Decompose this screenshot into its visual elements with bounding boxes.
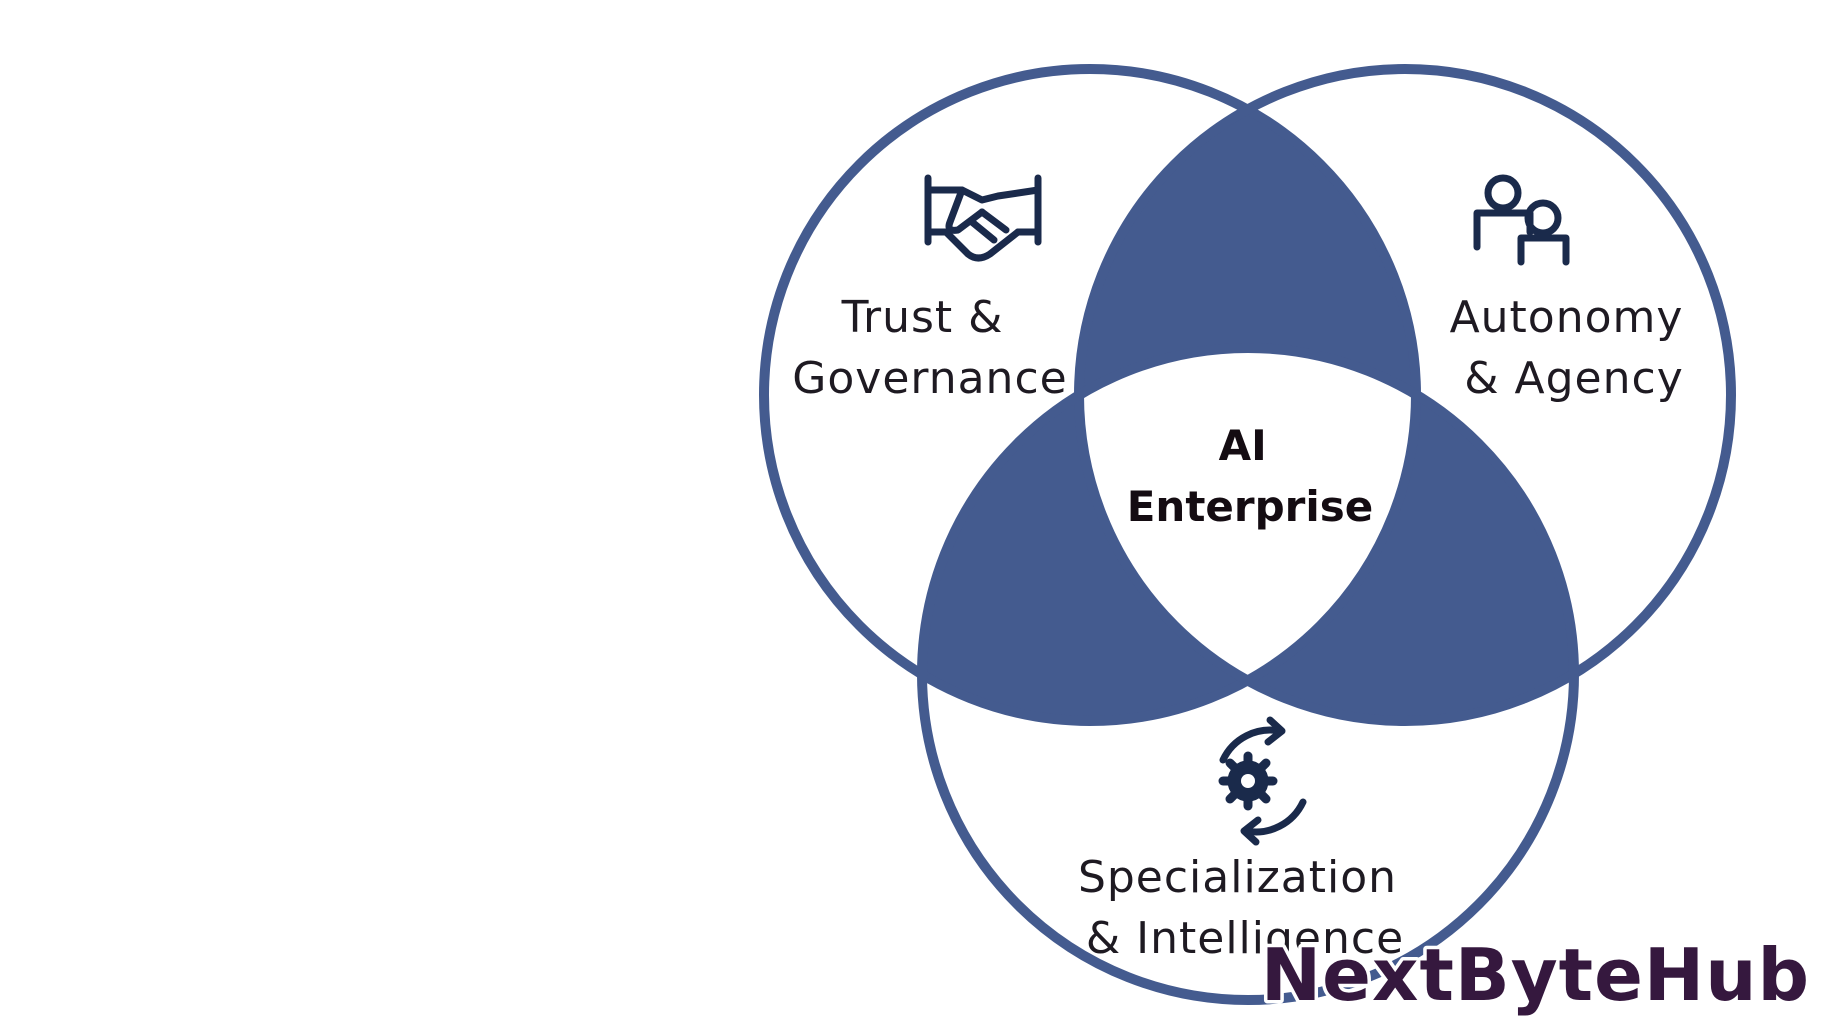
circle-specialization-intelligence	[917, 343, 1579, 1005]
handshake-icon	[924, 174, 1042, 262]
autonomy-agency-label: Autonomy & Agency	[1450, 292, 1699, 404]
gear-cycle-icon	[1218, 716, 1307, 846]
watermark-logo: NextByteHub	[1261, 933, 1810, 1017]
trust-governance-label: Trust & Governance	[792, 292, 1067, 404]
specialization-intelligence-label: Specialization & Intelligence	[1078, 852, 1412, 964]
people-icon	[1473, 174, 1570, 266]
center-label: AI Enterprise	[1127, 421, 1374, 531]
